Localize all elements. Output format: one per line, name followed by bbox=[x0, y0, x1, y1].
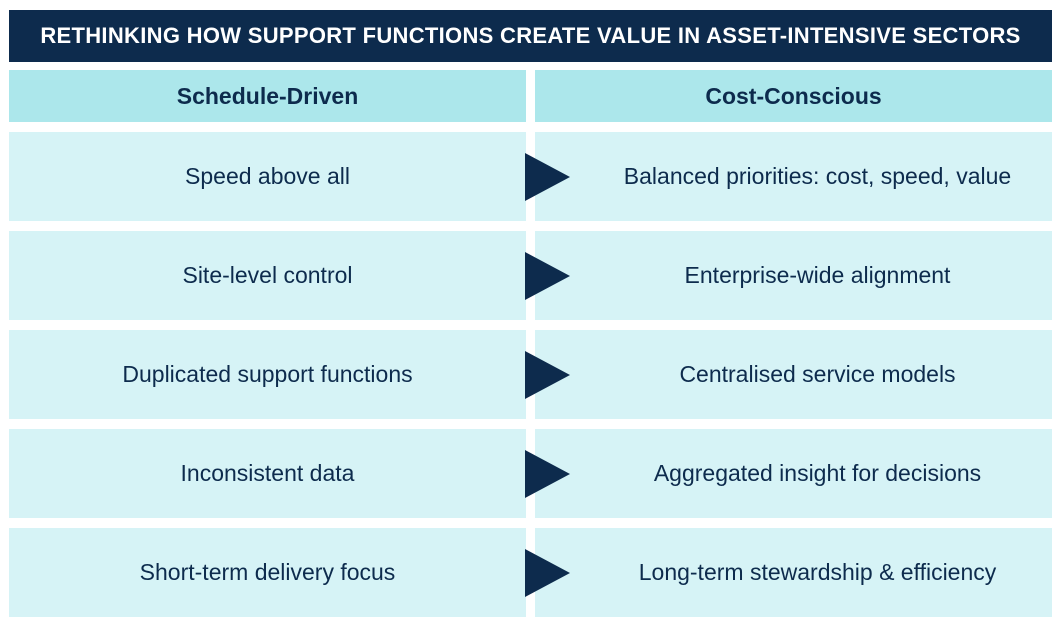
header-left-label: Schedule-Driven bbox=[176, 82, 359, 109]
title-bar: RETHINKING HOW SUPPORT FUNCTIONS CREATE … bbox=[9, 10, 1052, 62]
arrow-right-icon bbox=[524, 350, 570, 399]
row-left-cell: Duplicated support functions bbox=[9, 330, 526, 419]
row-left-cell: Short-term delivery focus bbox=[9, 528, 526, 617]
arrow-right-icon bbox=[524, 251, 570, 300]
row-right-text: Centralised service models bbox=[679, 361, 956, 387]
arrow-right-icon bbox=[524, 548, 570, 597]
row-right-cell: Long-term stewardship & efficiency bbox=[535, 528, 1052, 617]
row-left-cell: Site-level control bbox=[9, 231, 526, 320]
row-right-cell: Balanced priorities: cost, speed, value bbox=[535, 132, 1052, 221]
row-right-text: Long-term stewardship & efficiency bbox=[638, 559, 997, 585]
page-title: RETHINKING HOW SUPPORT FUNCTIONS CREATE … bbox=[40, 23, 1021, 48]
column-headers: Schedule-Driven Cost-Conscious bbox=[9, 70, 1052, 122]
table-row: Duplicated support functions Centralised… bbox=[9, 330, 1052, 419]
row-right-text: Aggregated insight for decisions bbox=[653, 460, 982, 486]
row-left-cell: Inconsistent data bbox=[9, 429, 526, 518]
row-left-text: Short-term delivery focus bbox=[139, 559, 396, 585]
arrow-right-icon bbox=[524, 449, 570, 498]
header-schedule-driven: Schedule-Driven bbox=[9, 70, 526, 122]
row-left-text: Speed above all bbox=[185, 163, 350, 189]
row-left-text: Inconsistent data bbox=[180, 460, 355, 486]
table-row: Short-term delivery focus Long-term stew… bbox=[9, 528, 1052, 617]
row-left-text: Site-level control bbox=[182, 262, 353, 288]
table-row: Site-level control Enterprise-wide align… bbox=[9, 231, 1052, 320]
row-left-text: Duplicated support functions bbox=[122, 361, 413, 387]
row-right-text: Balanced priorities: cost, speed, value bbox=[623, 163, 1012, 189]
row-right-cell: Enterprise-wide alignment bbox=[535, 231, 1052, 320]
row-right-text: Enterprise-wide alignment bbox=[684, 262, 951, 288]
table-row: Inconsistent data Aggregated insight for… bbox=[9, 429, 1052, 518]
table-row: Speed above all Balanced priorities: cos… bbox=[9, 132, 1052, 221]
header-cost-conscious: Cost-Conscious bbox=[535, 70, 1052, 122]
row-right-cell: Aggregated insight for decisions bbox=[535, 429, 1052, 518]
arrow-right-icon bbox=[524, 152, 570, 201]
header-right-label: Cost-Conscious bbox=[705, 82, 882, 109]
row-right-cell: Centralised service models bbox=[535, 330, 1052, 419]
row-left-cell: Speed above all bbox=[9, 132, 526, 221]
